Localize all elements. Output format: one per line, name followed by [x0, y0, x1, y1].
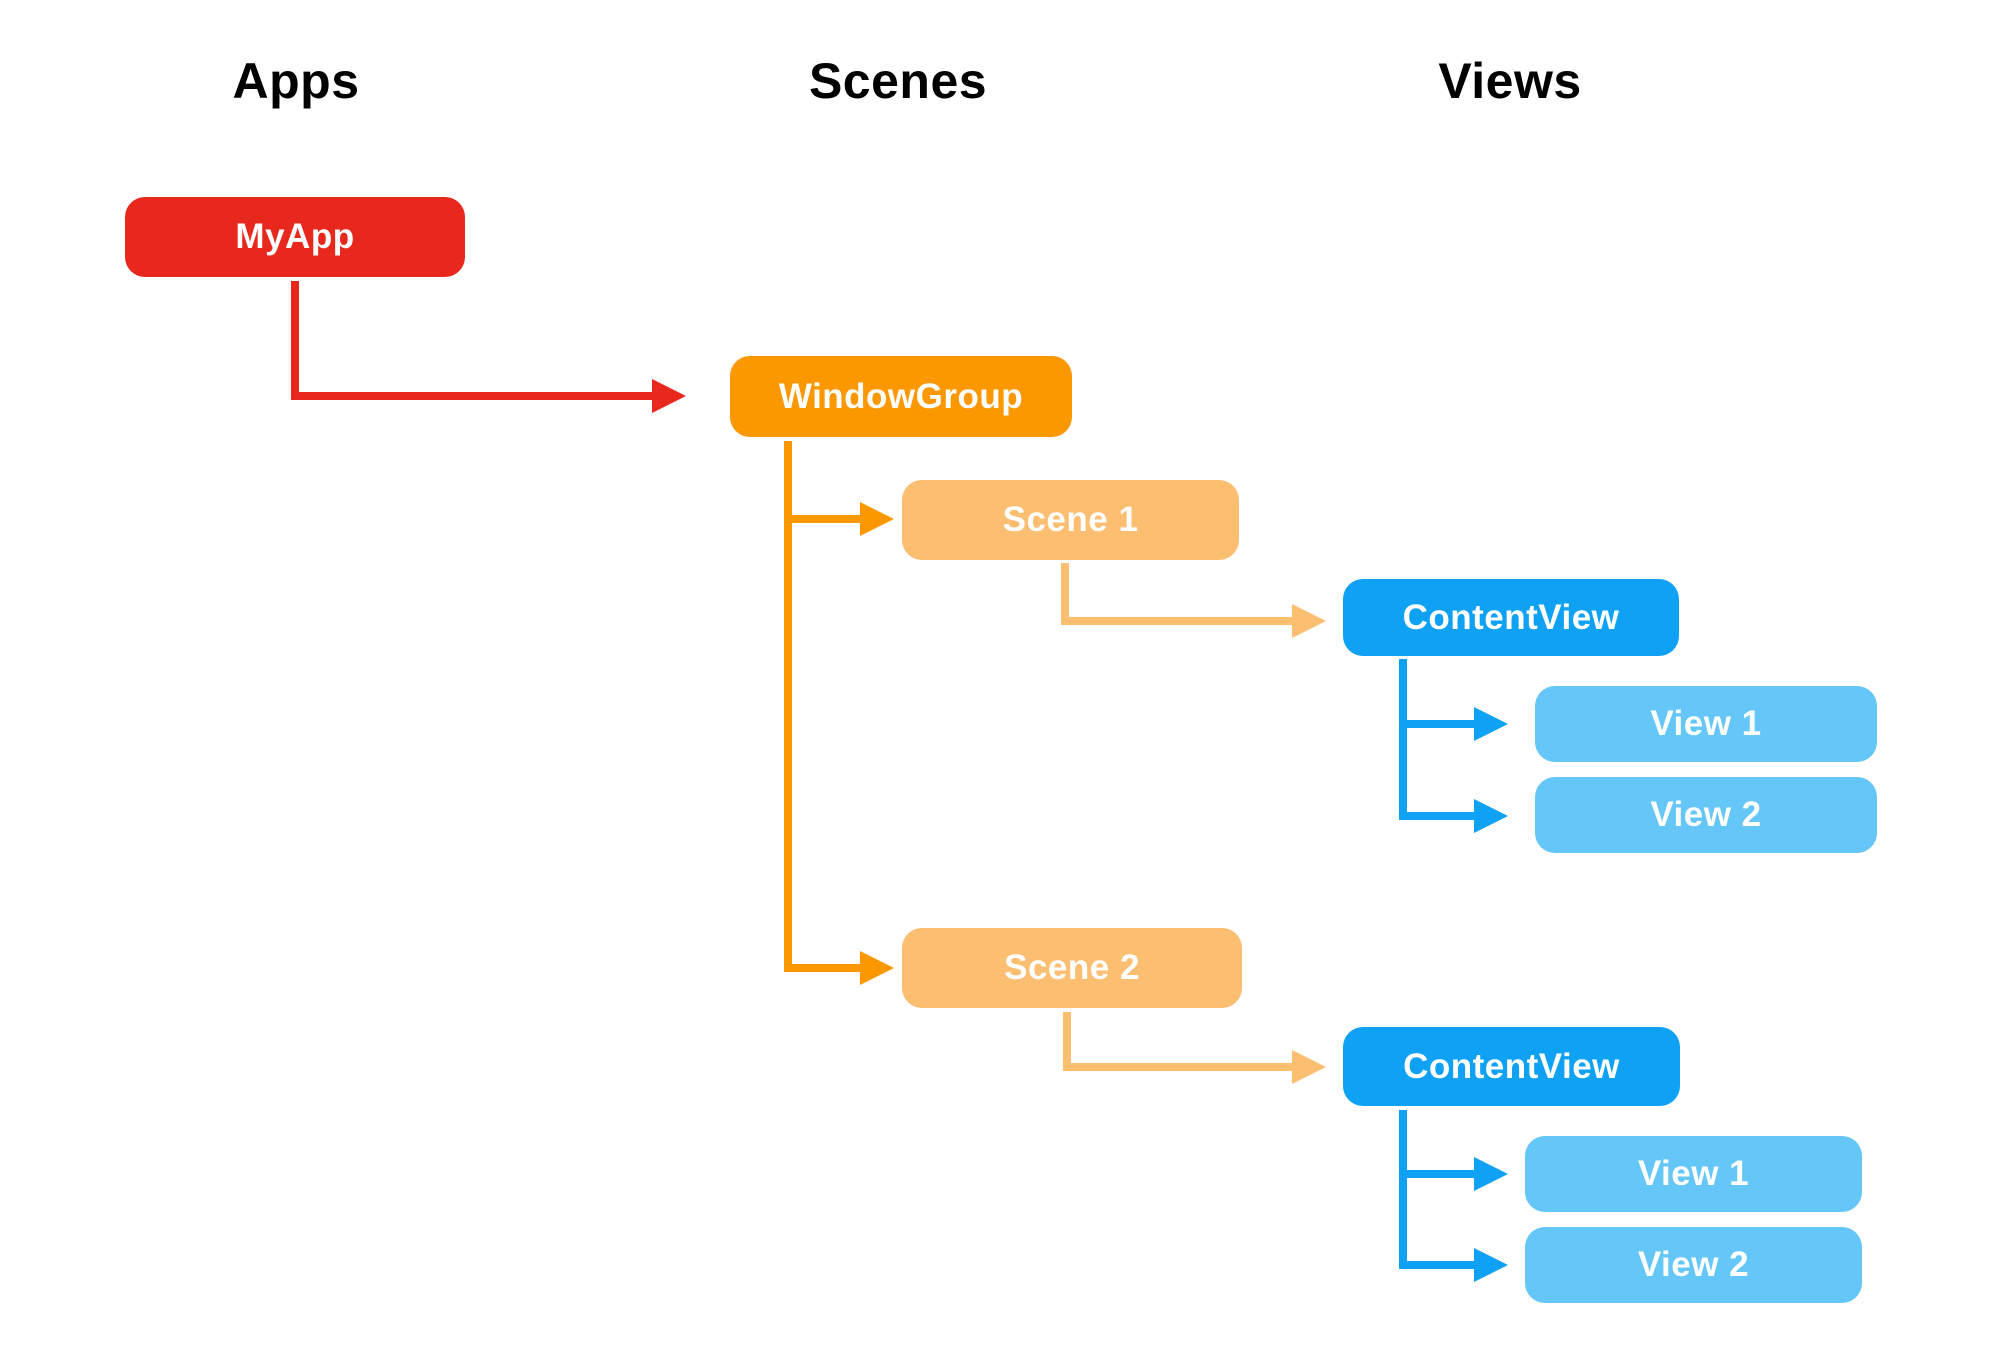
node-scene1-view1: View 1 — [1535, 686, 1877, 762]
column-header-scenes: Scenes — [808, 53, 988, 109]
node-myapp: MyApp — [125, 197, 465, 277]
node-scene2-view1: View 1 — [1525, 1136, 1862, 1212]
arrow-scene2-to-contentview — [1063, 1012, 1326, 1084]
arrow-windowgroup-to-scenes — [784, 441, 894, 985]
column-header-views: Views — [1438, 53, 1582, 109]
arrow-contentview2-to-views — [1399, 1110, 1508, 1282]
arrow-myapp-to-windowgroup — [291, 281, 686, 413]
node-scene1: Scene 1 — [902, 480, 1239, 560]
node-scene1-view2: View 2 — [1535, 777, 1877, 853]
column-header-apps: Apps — [232, 53, 360, 109]
arrow-scene1-to-contentview — [1061, 563, 1326, 638]
node-contentview1: ContentView — [1343, 579, 1679, 656]
node-scene2-view2: View 2 — [1525, 1227, 1862, 1303]
node-scene2: Scene 2 — [902, 928, 1242, 1008]
node-windowgroup: WindowGroup — [730, 356, 1072, 437]
arrow-contentview1-to-views — [1399, 659, 1508, 833]
node-contentview2: ContentView — [1343, 1027, 1680, 1106]
